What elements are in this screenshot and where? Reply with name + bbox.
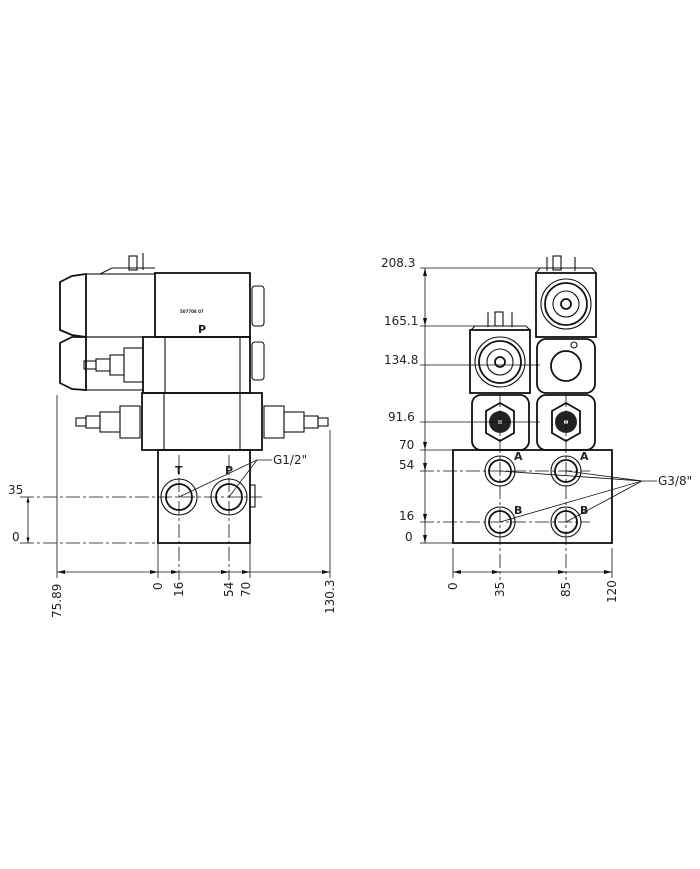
front-view: A A B B G3/8" 208.3 165.1 134.8: [381, 255, 692, 603]
dim-120: 120: [605, 580, 619, 603]
port-label-a: A: [580, 450, 589, 463]
dim-35: 35: [493, 582, 507, 597]
dim-130-3: 130.3: [323, 580, 337, 614]
dim-0: 0: [405, 530, 413, 544]
solenoid-coil-upper: 507708 07 P: [59, 272, 265, 339]
dim-54: 54: [222, 582, 236, 597]
solenoid-stack-left: [469, 311, 531, 451]
side-dimensions: 35 0 75.89 0 16 54 70 130.3: [8, 395, 337, 618]
port-label-p: P: [225, 464, 233, 477]
thread-label-g3-8: G3/8": [658, 474, 692, 488]
valve-body-upper: [83, 336, 251, 394]
dim-0: 0: [12, 530, 20, 544]
dim-54: 54: [399, 458, 414, 472]
dim-165-1: 165.1: [384, 314, 418, 328]
manifold-block-side: T P G1/2": [20, 449, 307, 580]
dim-16: 16: [172, 582, 186, 597]
dim-75-89: 75.89: [50, 584, 64, 618]
dim-16: 16: [399, 509, 414, 523]
port-label-b: B: [514, 504, 522, 517]
part-number: 507708 07: [180, 309, 204, 314]
dim-85: 85: [559, 582, 573, 597]
dim-35: 35: [8, 483, 23, 497]
dim-134-8: 134.8: [384, 353, 418, 367]
body-label-p: P: [198, 323, 206, 336]
dim-70: 70: [239, 582, 253, 597]
dim-0: 0: [446, 582, 460, 590]
valve-body-lower: [75, 392, 329, 451]
dim-70: 70: [399, 438, 414, 452]
dim-208-3: 208.3: [381, 256, 415, 270]
manifold-block-front: A A B B G3/8": [452, 393, 692, 580]
port-label-b: B: [580, 504, 588, 517]
solenoid-coil-lower: [59, 336, 265, 391]
port-label-t: T: [175, 464, 183, 477]
dim-91-6: 91.6: [388, 410, 415, 424]
thread-label-g1-2: G1/2": [273, 453, 307, 467]
connector-plug: [99, 253, 155, 275]
dim-0: 0: [151, 582, 165, 590]
front-dimensions: 208.3 165.1 134.8 91.6 70 54 16 0 0 35 8…: [381, 256, 619, 603]
port-label-a: A: [514, 450, 523, 463]
side-view: 507708 07 P: [8, 253, 337, 618]
